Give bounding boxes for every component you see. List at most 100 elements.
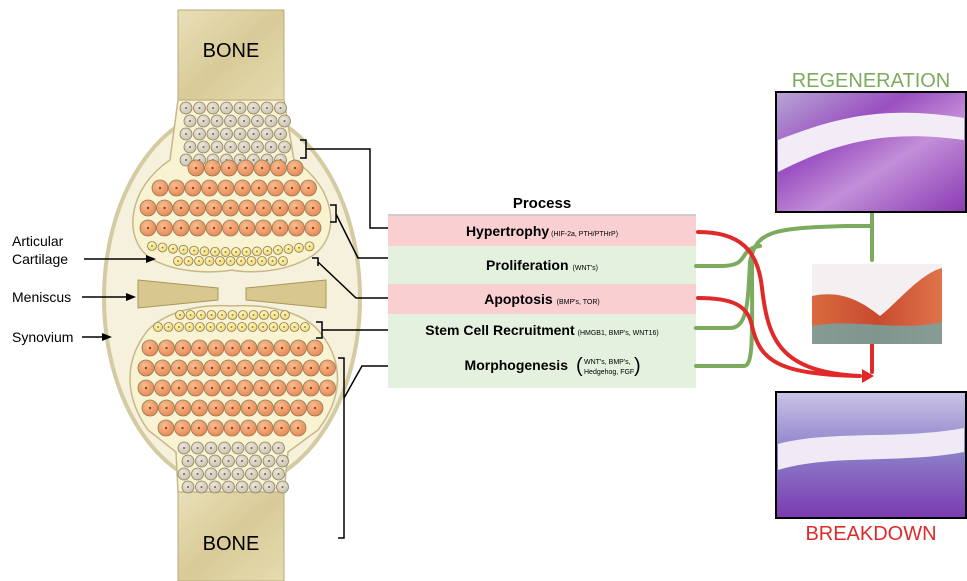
hypertrophic-cell-nucleus	[211, 167, 213, 169]
hypertrophic-cell-nucleus	[214, 427, 216, 429]
proliferative-cell-nucleus	[179, 314, 181, 316]
resting-cell-nucleus	[268, 486, 270, 488]
proliferative-cell-nucleus	[188, 260, 190, 262]
resting-cell-nucleus	[185, 107, 187, 109]
breakdown-label: BREAKDOWN	[805, 523, 936, 545]
resting-cell-nucleus	[282, 460, 284, 462]
resting-cell-nucleus	[228, 486, 230, 488]
resting-cell-nucleus	[255, 486, 257, 488]
proliferative-cell-nucleus	[294, 326, 296, 328]
hypertrophic-cell-nucleus	[225, 187, 227, 189]
hypertrophic-cell-nucleus	[229, 207, 231, 209]
proliferative-cell-nucleus	[262, 326, 264, 328]
hypertrophic-cell-nucleus	[180, 227, 182, 229]
resting-cell-nucleus	[216, 120, 218, 122]
resting-cell-nucleus	[199, 107, 201, 109]
hypertrophic-cell-nucleus	[145, 387, 147, 389]
resting-cell-nucleus	[212, 107, 214, 109]
resting-cell-nucleus	[241, 460, 243, 462]
mid-histology-base	[812, 322, 942, 344]
hypertrophic-cell-nucleus	[231, 407, 233, 409]
hypertrophic-cell-nucleus	[244, 167, 246, 169]
hypertrophic-cell-nucleus	[178, 367, 180, 369]
hypertrophic-cell-nucleus	[260, 387, 262, 389]
hypertrophic-cell-nucleus	[291, 187, 293, 189]
hypertrophic-cell-nucleus	[215, 347, 217, 349]
resting-cell-nucleus	[210, 447, 212, 449]
resting-cell-nucleus	[237, 447, 239, 449]
hypertrophic-cell-nucleus	[246, 227, 248, 229]
resting-cell-nucleus	[284, 146, 286, 148]
hypertrophic-cell-nucleus	[279, 207, 281, 209]
resting-cell-nucleus	[185, 159, 187, 161]
hypertrophic-cell-nucleus	[281, 407, 283, 409]
hypertrophic-cell-nucleus	[280, 427, 282, 429]
hypertrophic-cell-nucleus	[248, 407, 250, 409]
resting-cell-nucleus	[243, 120, 245, 122]
row-morphogenesis-title: Morphogenesis	[465, 357, 569, 373]
proliferative-cell-nucleus	[261, 260, 263, 262]
hypertrophic-cell-nucleus	[277, 387, 279, 389]
hypertrophic-cell-nucleus	[163, 227, 165, 229]
hypertrophic-cell-nucleus	[295, 227, 297, 229]
proliferative-cell-nucleus	[282, 260, 284, 262]
resting-cell-nucleus	[197, 447, 199, 449]
proliferative-cell-nucleus	[272, 260, 274, 262]
resting-cell-nucleus	[214, 486, 216, 488]
hypertrophic-cell-nucleus	[310, 367, 312, 369]
hypertrophic-cell-nucleus	[264, 427, 266, 429]
row-morphogenesis-paren-open: (	[576, 355, 583, 377]
proliferative-cell-nucleus	[241, 326, 243, 328]
hypertrophic-cell-nucleus	[262, 227, 264, 229]
resting-cell-nucleus	[212, 133, 214, 135]
proliferative-cell-nucleus	[240, 260, 242, 262]
proliferative-cell-nucleus	[157, 326, 159, 328]
resting-cell-nucleus	[187, 460, 189, 462]
hypertrophic-cell-nucleus	[297, 427, 299, 429]
resting-cell-nucleus	[187, 486, 189, 488]
proliferative-cell-nucleus	[183, 249, 185, 251]
resting-cell-nucleus	[264, 447, 266, 449]
resting-cell-nucleus	[266, 133, 268, 135]
hypertrophic-cell-nucleus	[161, 367, 163, 369]
proliferative-cell-nucleus	[178, 326, 180, 328]
resting-cell-nucleus	[278, 447, 280, 449]
proliferative-cell-nucleus	[189, 326, 191, 328]
resting-cell-nucleus	[251, 473, 253, 475]
resting-cell-nucleus	[189, 146, 191, 148]
hypertrophic-cell-nucleus	[198, 427, 200, 429]
proliferative-cell-nucleus	[204, 250, 206, 252]
hypertrophic-cell-nucleus	[297, 347, 299, 349]
hypertrophic-cell-nucleus	[211, 387, 213, 389]
process-table: Process Hypertrophy(HIF-2a, PTH/PTHrP) P…	[388, 195, 696, 388]
hypertrophic-cell-nucleus	[293, 367, 295, 369]
proliferative-cell-nucleus	[242, 314, 244, 316]
proliferative-cell-nucleus	[288, 248, 290, 250]
hypertrophic-cell-nucleus	[182, 407, 184, 409]
hypertrophic-cell-nucleus	[196, 207, 198, 209]
label-meniscus: Meniscus	[12, 289, 71, 305]
resting-cell-nucleus	[253, 159, 255, 161]
hypertrophic-cell-nucleus	[295, 207, 297, 209]
proliferative-cell-nucleus	[252, 326, 254, 328]
resting-cell-nucleus	[183, 447, 185, 449]
proliferative-cell-nucleus	[151, 245, 153, 247]
hypertrophic-cell-nucleus	[192, 187, 194, 189]
proliferative-cell-nucleus	[231, 326, 233, 328]
proliferative-cell-nucleus	[198, 260, 200, 262]
hypertrophic-cell-nucleus	[163, 207, 165, 209]
proliferative-cell-nucleus	[200, 314, 202, 316]
hypertrophic-cell-nucleus	[246, 207, 248, 209]
hypertrophic-cell-nucleus	[165, 427, 167, 429]
hypertrophic-cell-nucleus	[231, 427, 233, 429]
proliferative-cell-nucleus	[277, 249, 279, 251]
proliferative-cell-nucleus	[162, 246, 164, 248]
hypertrophic-cell-nucleus	[277, 167, 279, 169]
hypertrophic-cell-nucleus	[229, 227, 231, 229]
resting-cell-nucleus	[257, 146, 259, 148]
resting-cell-nucleus	[226, 107, 228, 109]
resting-cell-nucleus	[201, 460, 203, 462]
hypertrophic-cell-nucleus	[211, 367, 213, 369]
hypertrophic-cell-nucleus	[165, 347, 167, 349]
